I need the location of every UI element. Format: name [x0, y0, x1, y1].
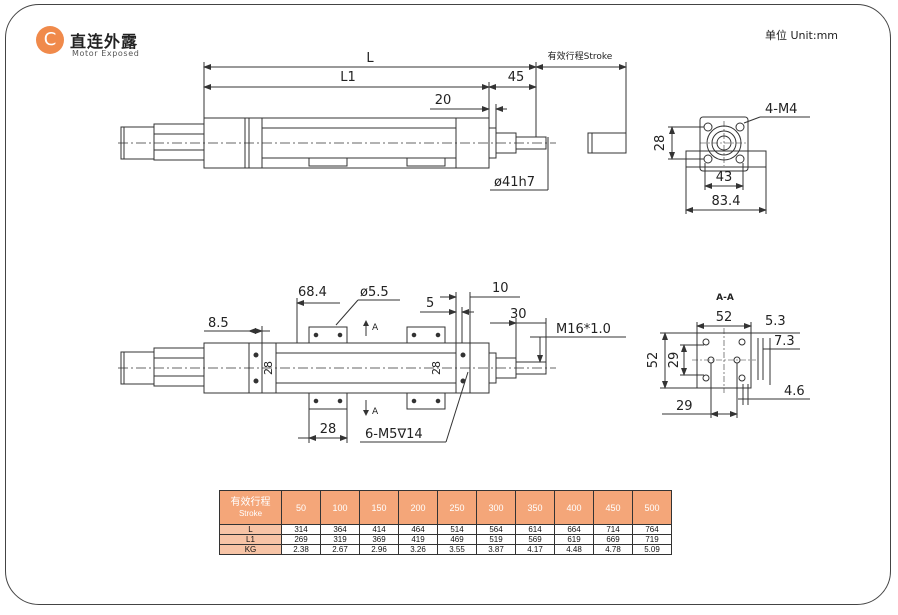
table-cell: 4.78 — [593, 544, 633, 555]
table-cell: 2.67 — [320, 544, 360, 555]
row-label: KG — [219, 544, 282, 555]
table-cell: 464 — [398, 524, 438, 535]
row-label: L — [219, 524, 282, 535]
header-stroke-300: 300 — [476, 490, 516, 525]
table-cell: 669 — [593, 534, 633, 545]
dim-43: 43 — [716, 170, 733, 185]
page-title: 直连外露 — [70, 32, 139, 51]
table-cell: 714 — [593, 524, 633, 535]
section-view: A-A 52 52 29 5.3 7.3 4.6 — [646, 293, 810, 418]
dim-29-bottom: 29 — [676, 399, 693, 414]
dim-4-6: 4.6 — [784, 384, 805, 399]
dim-diameter: ø41h7 — [494, 175, 535, 190]
table-cell: 5.09 — [632, 544, 672, 555]
header-stroke-100: 100 — [320, 490, 360, 525]
top-view: L L1 45 20 有效行程Stroke ø41h7 — [118, 50, 627, 191]
table-cell: 3.87 — [476, 544, 516, 555]
table-cell: 2.96 — [359, 544, 399, 555]
bottom-view: 68.4 ø5.5 8.5 5 10 30 M16*1.0 28 28 — [118, 281, 626, 443]
dim-diameter-5-5: ø5.5 — [360, 285, 389, 300]
table-cell: 519 — [476, 534, 516, 545]
dim-83-4: 83.4 — [712, 194, 741, 209]
dim-5-3: 5.3 — [765, 314, 786, 329]
header-stroke-250: 250 — [437, 490, 477, 525]
table-cell: 369 — [359, 534, 399, 545]
section-title: A-A — [716, 293, 734, 303]
dim-28-right: 28 — [430, 361, 443, 375]
dim-4m4: 4-M4 — [765, 102, 797, 117]
table-cell: 2.38 — [281, 544, 321, 555]
table-cell: 269 — [281, 534, 321, 545]
dim-28-left: 28 — [262, 361, 275, 375]
table-cell: 4.48 — [554, 544, 594, 555]
header-stroke-450: 450 — [593, 490, 633, 525]
table-cell: 614 — [515, 524, 555, 535]
dim-68-4: 68.4 — [298, 285, 327, 300]
dim-52-side: 52 — [646, 352, 661, 369]
table-cell: 469 — [437, 534, 477, 545]
header-stroke-150: 150 — [359, 490, 399, 525]
table-cell: 619 — [554, 534, 594, 545]
table-cell: 664 — [554, 524, 594, 535]
header-stroke-350: 350 — [515, 490, 555, 525]
table-cell: 3.26 — [398, 544, 438, 555]
dim-10: 10 — [492, 281, 509, 296]
dim-m16: M16*1.0 — [556, 322, 611, 337]
table-cell: 4.17 — [515, 544, 555, 555]
dim-28-bottom: 28 — [320, 422, 337, 437]
dim-45: 45 — [508, 70, 525, 85]
logo-letter: C — [43, 29, 57, 50]
table-cell: 564 — [476, 524, 516, 535]
header-stroke-cn: 有效行程 — [230, 496, 271, 508]
dim-7-3: 7.3 — [774, 334, 795, 349]
page-subtitle: Motor Exposed — [72, 49, 140, 58]
header-stroke-cell: 有效行程 Stroke — [219, 490, 282, 525]
dim-30: 30 — [510, 307, 527, 322]
table-cell: 3.55 — [437, 544, 477, 555]
dim-28-top: 28 — [653, 135, 668, 152]
unit-label: 单位 Unit:mm — [764, 29, 838, 42]
dim-20: 20 — [435, 93, 452, 108]
header-stroke-400: 400 — [554, 490, 594, 525]
dim-8-5: 8.5 — [208, 316, 229, 331]
header-stroke-200: 200 — [398, 490, 438, 525]
table-cell: 764 — [632, 524, 672, 535]
section-mark-top: A — [372, 323, 379, 333]
table-cell: 364 — [320, 524, 360, 535]
stroke-label: 有效行程Stroke — [548, 50, 613, 62]
header-stroke-en: Stroke — [238, 508, 263, 518]
table-cell: 314 — [281, 524, 321, 535]
brand-logo-icon: C — [36, 26, 64, 54]
table-cell: 569 — [515, 534, 555, 545]
dim-l1: L1 — [340, 70, 356, 85]
table-cell: 419 — [398, 534, 438, 545]
table-cell: 514 — [437, 524, 477, 535]
table-cell: 414 — [359, 524, 399, 535]
header-stroke-500: 500 — [632, 490, 672, 525]
table-cell: 719 — [632, 534, 672, 545]
dim-6m5: 6-M5∇14 — [365, 427, 423, 442]
section-mark-bottom: A — [372, 407, 379, 417]
dim-l: L — [366, 51, 374, 66]
header-stroke-50: 50 — [281, 490, 321, 525]
end-view: 4-M4 28 43 83.4 — [653, 102, 810, 214]
drawing-frame — [5, 4, 891, 605]
dim-5: 5 — [426, 296, 434, 311]
dim-29-side: 29 — [667, 352, 682, 369]
dim-52-top: 52 — [716, 310, 733, 325]
table-cell: 319 — [320, 534, 360, 545]
row-label: L1 — [219, 534, 282, 545]
